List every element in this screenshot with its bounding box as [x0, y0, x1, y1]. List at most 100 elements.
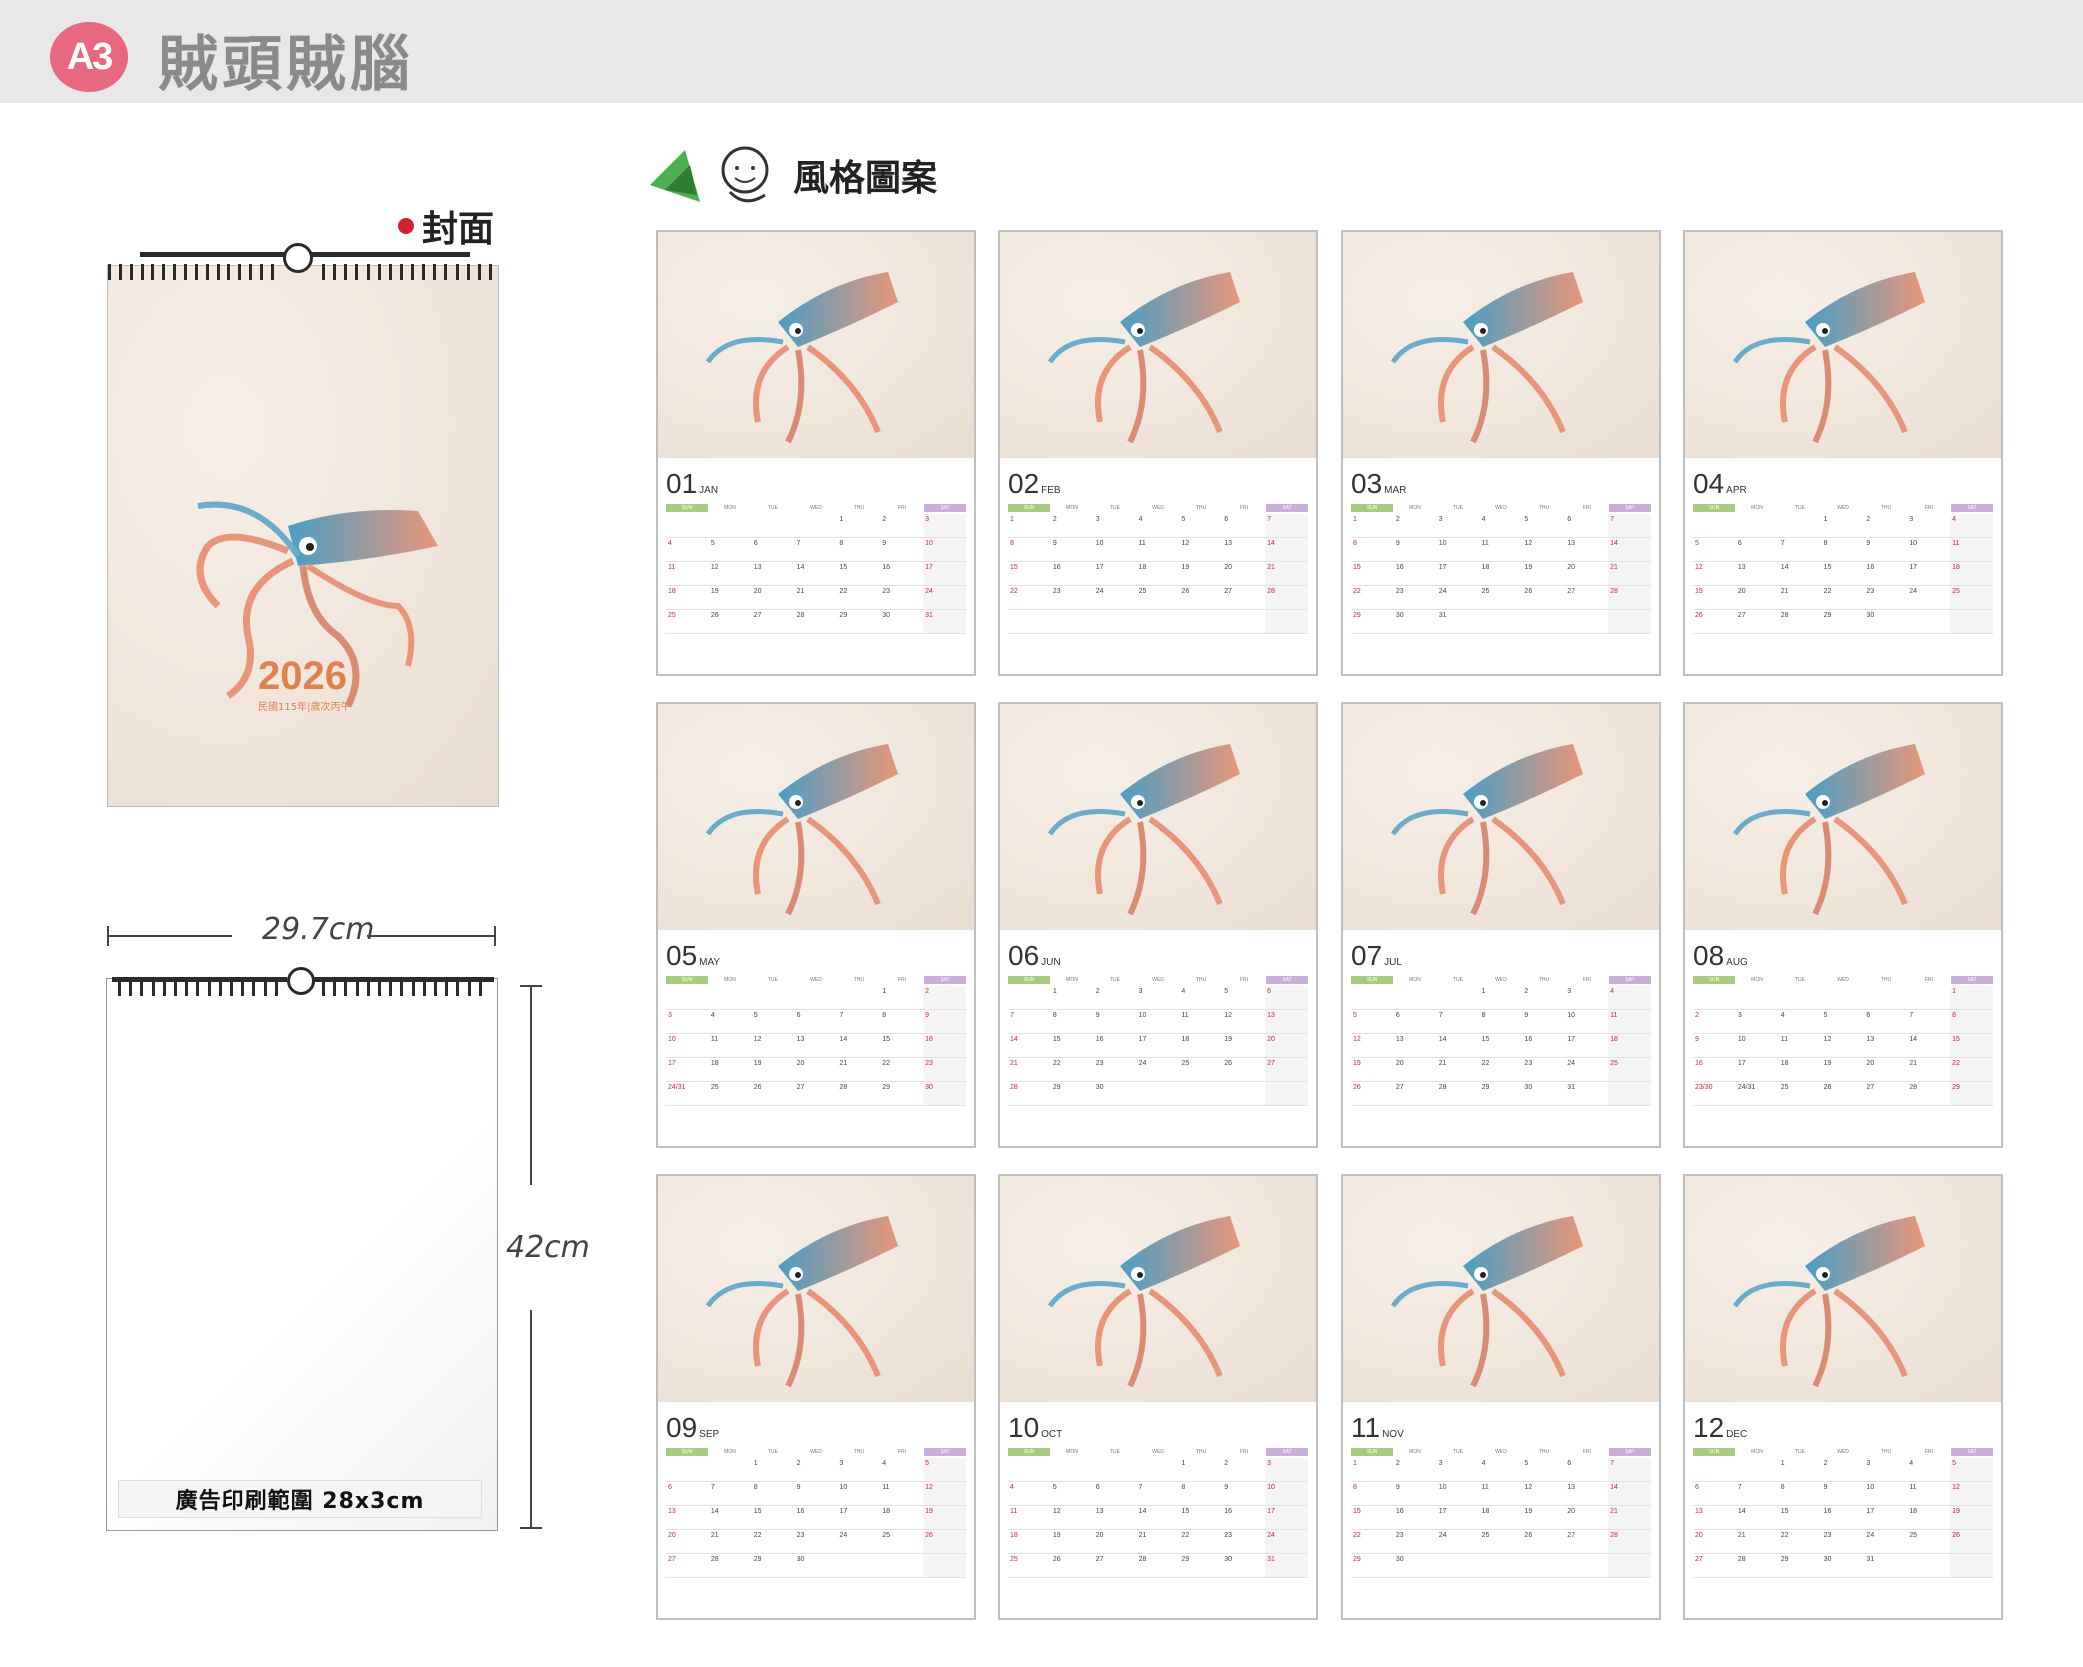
weekday-label: WED	[1837, 977, 1849, 983]
day-cell: 30	[1222, 1554, 1266, 1578]
day-cell: 8	[1050, 1010, 1094, 1034]
spiral-binding	[322, 262, 492, 280]
day-cell: 10	[1265, 1482, 1308, 1506]
day-cell: 12	[1950, 1482, 1993, 1506]
day-cell: 24	[1136, 1058, 1180, 1082]
day-cell: 9	[1393, 1482, 1437, 1506]
day-cell: 20	[1265, 1034, 1308, 1058]
weekday-label: SUN	[1351, 1448, 1393, 1456]
day-cell: 14	[794, 562, 838, 586]
month-illustration	[1685, 704, 2001, 930]
day-cell: 8	[1821, 538, 1865, 562]
day-cell: 18	[1008, 1530, 1051, 1554]
day-cell: 17	[666, 1058, 709, 1082]
month-illustration	[1000, 1176, 1316, 1402]
weekday-label: WED	[1152, 505, 1164, 511]
day-cell: 2	[1050, 514, 1094, 538]
day-cell: 16	[1522, 1034, 1566, 1058]
day-cell: 30	[1821, 1554, 1865, 1578]
day-cell: 6	[794, 1010, 838, 1034]
width-label: 29.7cm	[262, 912, 375, 947]
weekday-label: FRI	[1239, 1449, 1249, 1455]
day-cell: 26	[1522, 586, 1566, 610]
day-cell: 3	[1864, 1458, 1908, 1482]
spiral-binding	[108, 262, 274, 280]
day-cell	[751, 514, 795, 538]
day-cell: 18	[1479, 1506, 1523, 1530]
day-cell: 29	[1351, 610, 1394, 634]
day-cell: 23	[1821, 1530, 1865, 1554]
day-cell: 12	[1050, 1506, 1094, 1530]
weekday-label: FRI	[897, 505, 907, 511]
day-cell: 1	[1050, 986, 1094, 1010]
day-cell: 13	[751, 562, 795, 586]
day-cell: 14	[1008, 1034, 1051, 1058]
day-cell: 6	[1222, 514, 1266, 538]
day-cell: 1	[1778, 1458, 1822, 1482]
weekday-label: WED	[1495, 1449, 1507, 1455]
month-number: 04	[1693, 468, 1725, 499]
day-cell: 19	[1693, 586, 1736, 610]
day-cell: 5	[1950, 1458, 1993, 1482]
day-cell: 13	[1265, 1010, 1308, 1034]
day-cell: 12	[1821, 1034, 1865, 1058]
day-cell: 16	[1050, 562, 1094, 586]
day-cell: 22	[1008, 586, 1051, 610]
day-cell: 24	[1436, 586, 1480, 610]
day-cell: 10	[1864, 1482, 1908, 1506]
day-cell: 25	[666, 610, 709, 634]
month-illustration	[1343, 232, 1659, 458]
day-cell: 29	[1351, 1554, 1394, 1578]
day-cell: 21	[1008, 1058, 1051, 1082]
month-number: 09	[666, 1412, 698, 1443]
day-cell: 24	[923, 586, 966, 610]
weekday-label: SUN	[666, 1448, 708, 1456]
day-cell: 10	[923, 538, 966, 562]
weekday-label: FRI	[1582, 505, 1592, 511]
day-cell: 18	[1179, 1034, 1223, 1058]
spiral-binding	[322, 978, 482, 996]
day-cell: 20	[1864, 1058, 1908, 1082]
day-cell: 7	[1735, 1482, 1779, 1506]
day-cell: 10	[1093, 538, 1137, 562]
day-cell	[794, 986, 838, 1010]
dimension-line	[367, 935, 495, 937]
weekday-label: FRI	[1582, 1449, 1592, 1455]
day-cell	[837, 1554, 881, 1578]
weekday-label: THU	[853, 505, 865, 511]
weekday-label: THU	[1195, 977, 1207, 983]
day-cell: 28	[1136, 1554, 1180, 1578]
day-cell: 19	[1821, 1058, 1865, 1082]
day-cell: 2	[1093, 986, 1137, 1010]
day-cell	[1950, 610, 1993, 634]
day-cell: 16	[1222, 1506, 1266, 1530]
day-cell: 7	[1436, 1010, 1480, 1034]
weekday-label: SUN	[1693, 1448, 1735, 1456]
day-cell	[1778, 514, 1822, 538]
day-cell: 7	[1136, 1482, 1180, 1506]
day-cell: 25	[1778, 1082, 1822, 1106]
day-cell: 2	[1821, 1458, 1865, 1482]
day-cell: 20	[1565, 562, 1609, 586]
day-cell: 7	[794, 538, 838, 562]
day-cell: 27	[1735, 610, 1779, 634]
day-cell: 13	[1693, 1506, 1736, 1530]
day-cell: 17	[1436, 562, 1480, 586]
day-cell: 15	[837, 562, 881, 586]
day-cell: 5	[1522, 514, 1566, 538]
day-cell: 18	[1608, 1034, 1651, 1058]
day-cell: 28	[1608, 586, 1651, 610]
month-number: 03	[1351, 468, 1383, 499]
weekday-label: SAT	[1609, 976, 1651, 984]
weekday-label: FRI	[1924, 977, 1934, 983]
day-cell: 24	[1436, 1530, 1480, 1554]
cover-label-text: 封面	[422, 209, 495, 250]
